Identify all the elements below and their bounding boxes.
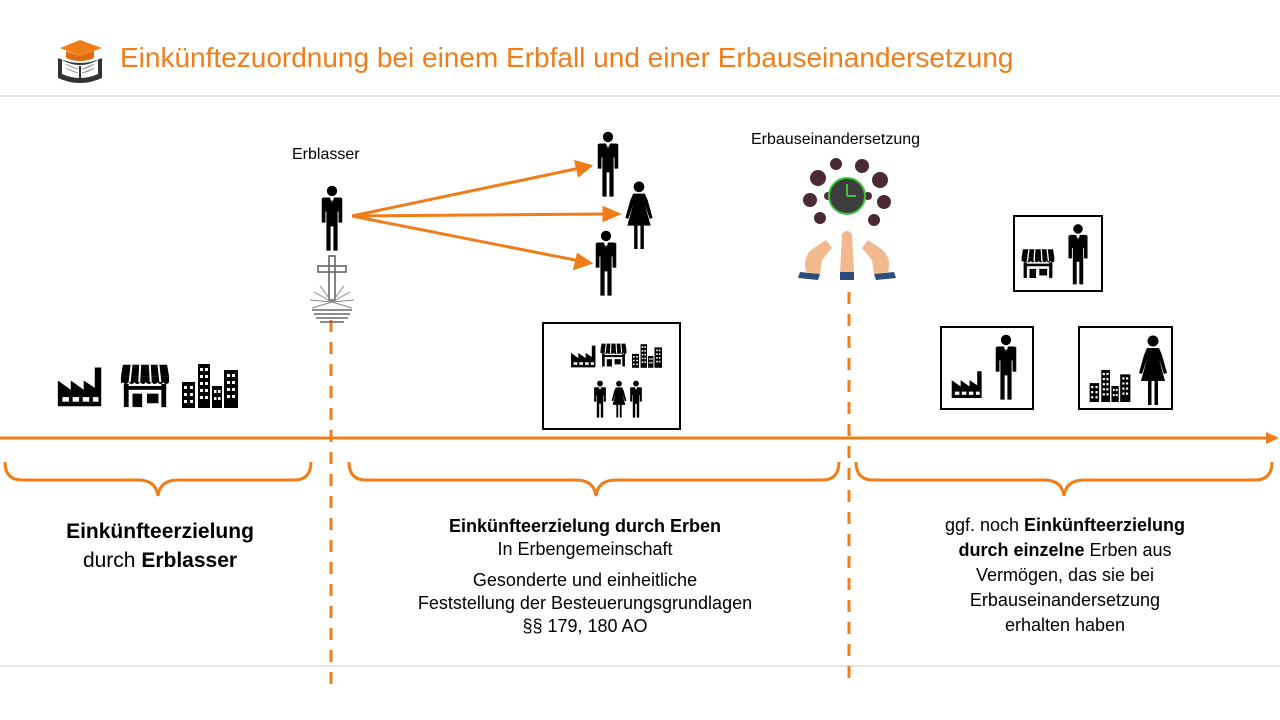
- heir-shop-box: [1013, 215, 1103, 292]
- phase-2-bold: Einkünfteerzielung durch Erben: [448, 516, 722, 536]
- inheritance-arrows: [351, 159, 622, 271]
- phase-3-l1-pre: ggf. noch: [944, 515, 1025, 535]
- phase-1-line2-bold: Erblasser: [141, 549, 238, 572]
- book-cap-logo-icon: [58, 40, 102, 83]
- page-title: Einkünftezuordnung bei einem Erbfall und…: [120, 42, 1014, 73]
- phase-3-l1-bold: Einkünfteerzielung: [1024, 515, 1186, 535]
- partition-clock-hands-icon: [798, 158, 896, 280]
- testator-person-icon: [318, 184, 346, 252]
- city-buildings-icon: [182, 364, 238, 408]
- heir-person-icon: [1065, 221, 1091, 287]
- phase-2-line4: Feststellung der Besteuerungsgrundlagen: [417, 593, 753, 613]
- bracket-phase-1: [3, 461, 313, 497]
- bracket-phase-3: [854, 461, 1274, 497]
- phase-3-line3: Vermögen, das sie bei: [975, 565, 1155, 585]
- erblasser-label: Erblasser: [292, 146, 360, 163]
- heir-woman-icon: [622, 181, 656, 249]
- timeline-axis: [0, 432, 1279, 444]
- footer-divider: [0, 665, 1280, 667]
- shop-icon: [120, 362, 170, 408]
- phase-3-l2-bold: durch einzelne: [958, 540, 1085, 560]
- heir-person-icon: [992, 332, 1020, 402]
- shop-icon: [600, 342, 627, 367]
- phase-3-l2-post: Erben aus: [1084, 540, 1172, 560]
- heir-city-box: [1078, 326, 1173, 410]
- factory-icon: [56, 364, 104, 408]
- erbauseinandersetzung-label: Erbauseinandersetzung: [751, 131, 921, 148]
- heir-woman-icon: [1136, 334, 1170, 406]
- phase-3-text: ggf. noch Einkünfteerzielung durch einze…: [880, 513, 1250, 638]
- heir-woman-icon: [610, 378, 628, 420]
- phase-2-text: Einkünfteerzielung durch Erben In Erbeng…: [360, 515, 810, 638]
- heir-person-icon: [628, 378, 644, 420]
- factory-icon: [570, 344, 597, 368]
- factory-icon: [950, 370, 984, 398]
- heir-person-icon: [594, 130, 622, 198]
- heirs-community-box: [542, 322, 681, 430]
- phase-2-line2: In Erbengemeinschaft: [497, 539, 673, 559]
- heir-person-icon: [592, 229, 620, 297]
- phase-2-line5: §§ 179, 180 AO: [522, 616, 648, 636]
- shop-icon: [1021, 247, 1055, 279]
- phase-1-text: Einkünfteerzielung durch Erblasser: [10, 517, 310, 575]
- city-buildings-icon: [632, 344, 662, 368]
- city-buildings-icon: [1088, 370, 1132, 402]
- phase-3-line4: Erbauseinandersetzung: [969, 590, 1161, 610]
- heir-person-icon: [592, 378, 608, 420]
- heir-factory-box: [940, 326, 1034, 410]
- phase-1-line1: Einkünfteerzielung: [66, 520, 254, 543]
- phase-1-line2-pre: durch: [82, 549, 142, 572]
- bracket-phase-2: [347, 461, 841, 497]
- phase-2-line3: Gesonderte und einheitliche: [472, 570, 698, 590]
- phase-3-line5: erhalten haben: [1004, 615, 1126, 635]
- cross-memorial-icon: [309, 255, 355, 323]
- header-divider: [0, 95, 1280, 97]
